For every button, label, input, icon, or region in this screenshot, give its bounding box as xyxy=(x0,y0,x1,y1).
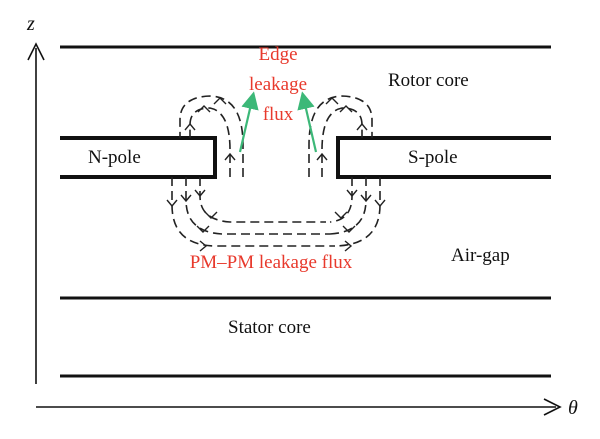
right-leakage-flux-loops xyxy=(308,95,381,247)
stator-core-label: Stator core xyxy=(228,317,311,338)
pm-pm-leakage-label: PM–PM leakage flux xyxy=(190,252,353,273)
edge-leakage-label-line1: Edge xyxy=(258,44,297,65)
flux-direction-chevrons xyxy=(166,97,386,252)
left-leakage-flux-loops xyxy=(171,95,335,247)
theta-axis-label: θ xyxy=(568,397,578,419)
z-axis-label: z xyxy=(26,13,35,35)
edge-leakage-arrow-left xyxy=(238,91,259,153)
edge-leakage-arrow-right xyxy=(297,91,318,153)
air-gap-label: Air-gap xyxy=(451,245,510,266)
theta-axis-arrowhead xyxy=(543,398,562,416)
edge-leakage-label-line2: leakage xyxy=(249,74,307,95)
rotor-core-label: Rotor core xyxy=(388,70,469,91)
n-pole-label: N-pole xyxy=(88,147,141,168)
edge-leakage-label-line3: flux xyxy=(263,104,294,125)
s-pole-label: S-pole xyxy=(408,147,458,168)
z-axis-arrowhead xyxy=(27,42,45,61)
